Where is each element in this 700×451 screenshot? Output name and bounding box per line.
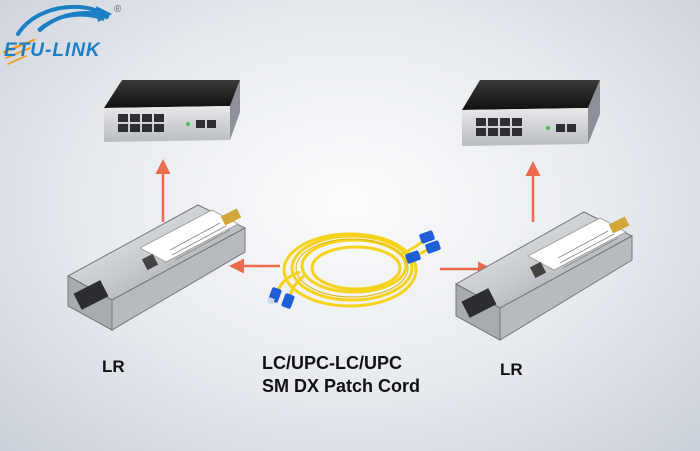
etu-link-swoosh-logo — [2, 4, 112, 65]
right-sfp-transceiver-icon — [454, 211, 634, 341]
left-network-switch-icon — [104, 80, 240, 142]
left-sfp-transceiver-icon — [66, 204, 247, 331]
fiber-patch-cord-icon — [267, 230, 441, 309]
patch-cord-label: LC/UPC-LC/UPC SM DX Patch Cord — [262, 352, 420, 398]
logo-text: ETU-LINK — [4, 40, 101, 61]
left-module-label: LR — [102, 357, 125, 376]
patch-cord-label-line2: SM DX Patch Cord — [262, 376, 421, 396]
patch-cord-label-line1: LC/UPC-LC/UPC — [262, 353, 402, 373]
right-module-label: LR — [500, 360, 523, 379]
registered-mark: ® — [114, 4, 122, 15]
right-network-switch-icon — [462, 80, 600, 146]
